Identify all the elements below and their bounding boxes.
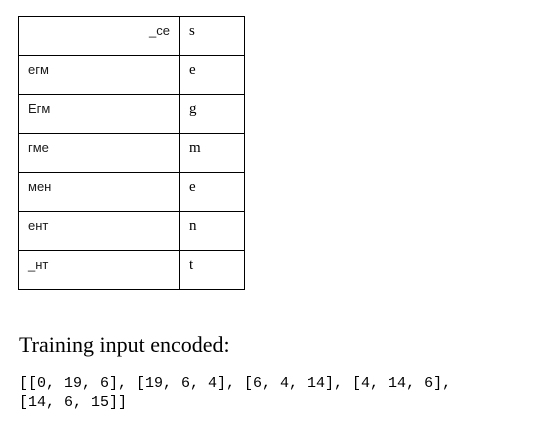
table-cell: n — [179, 211, 245, 251]
cell-text: _нт — [28, 257, 49, 272]
table-cell: ент — [18, 211, 180, 251]
cell-text: e — [189, 62, 196, 78]
cell-text: n — [189, 218, 197, 234]
cell-text: _се — [149, 23, 170, 38]
table-cell: _нт — [18, 250, 180, 290]
table-cell: _се — [18, 16, 180, 56]
table-row: ент n — [18, 211, 245, 251]
table-row: мен e — [18, 172, 245, 212]
table-cell: s — [179, 16, 245, 56]
cell-text: s — [189, 23, 195, 39]
encoded-output: [[0, 19, 6], [19, 6, 4], [6, 4, 14], [4,… — [19, 375, 452, 411]
table-cell: e — [179, 55, 245, 95]
table-cell: егм — [18, 55, 180, 95]
table-row: гме m — [18, 133, 245, 173]
cell-text: Егм — [28, 101, 51, 116]
table-cell: гме — [18, 133, 180, 173]
table-cell: m — [179, 133, 245, 173]
section-heading: Training input encoded: — [19, 332, 230, 357]
table-cell: t — [179, 250, 245, 290]
table-cell: мен — [18, 172, 180, 212]
cell-text: мен — [28, 179, 52, 194]
cell-text: e — [189, 179, 196, 195]
cell-text: m — [189, 140, 201, 156]
table-row: егм e — [18, 55, 245, 95]
segment-table: _се s егм e Егм g гме m мен e ент n _нт … — [18, 16, 245, 290]
table-cell: g — [179, 94, 245, 134]
cell-text: егм — [28, 62, 49, 77]
cell-text: g — [189, 101, 197, 117]
table-cell: e — [179, 172, 245, 212]
table-row: _се s — [18, 16, 245, 56]
cell-text: ент — [28, 218, 49, 233]
cell-text: t — [189, 257, 194, 273]
cell-text: гме — [28, 140, 49, 155]
table-row: _нт t — [18, 250, 245, 290]
table-row: Егм g — [18, 94, 245, 134]
table-cell: Егм — [18, 94, 180, 134]
